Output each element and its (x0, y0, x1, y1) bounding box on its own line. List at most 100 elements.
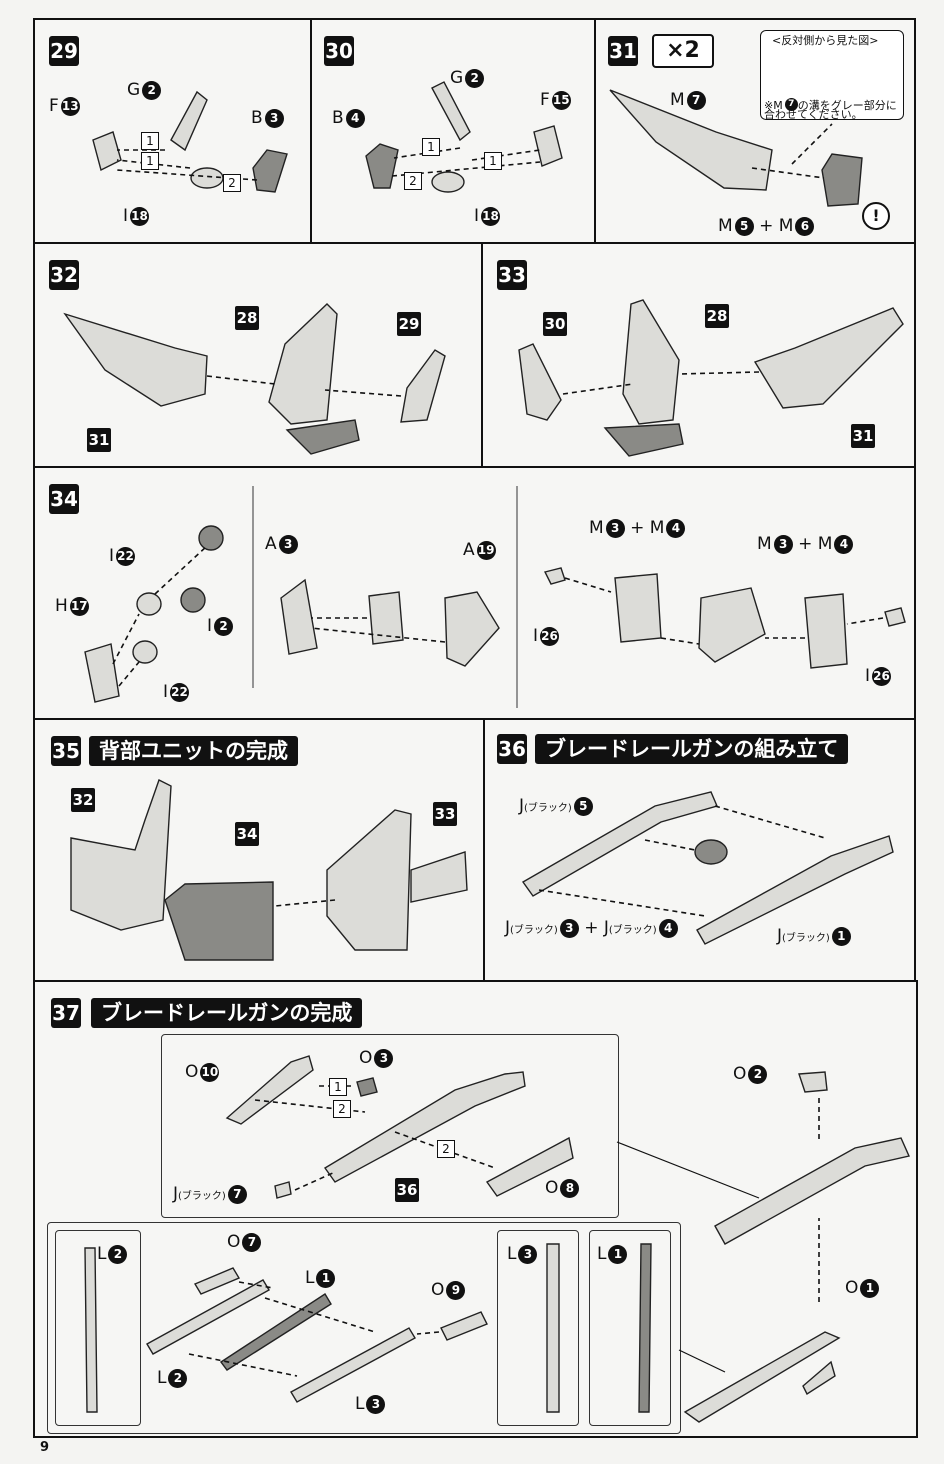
part-l3 (290, 1327, 416, 1403)
part-i22 (132, 640, 158, 664)
part-j1 (696, 835, 894, 945)
step-number: 34 (49, 484, 79, 514)
ref-part-30: 30 (543, 312, 567, 336)
step-32-illustration (63, 303, 446, 455)
step-34-illustration (84, 486, 906, 708)
ref-part-33: 33 (433, 802, 457, 826)
part-i18 (431, 171, 465, 193)
part-28 (268, 303, 338, 425)
step-number: 32 (49, 260, 79, 290)
order-1: 1 (329, 1078, 347, 1096)
note-box (760, 30, 904, 120)
order-2: 2 (437, 1140, 455, 1158)
step-29-illustration (92, 90, 288, 193)
ref-part-31: 31 (851, 424, 875, 448)
ref-part-36: 36 (395, 1178, 419, 1202)
step-36-illustration (521, 791, 894, 945)
blade-frame (47, 1222, 681, 1434)
step-30-illustration (365, 81, 563, 193)
label-j1: J(ブラック)1 (777, 926, 851, 949)
order-2: 2 (223, 174, 241, 192)
section-title: ブレードレールガンの完成 (91, 998, 363, 1028)
part-g2 (431, 81, 471, 142)
label-j5: J(ブラック)5 (519, 796, 593, 819)
part-m5-m6 (821, 153, 863, 207)
warning-icon: ! (862, 202, 890, 230)
label-j7: J(ブラック)7 (173, 1184, 247, 1207)
part-28 (622, 299, 680, 425)
ref-part-29: 29 (397, 312, 421, 336)
part-i2 (180, 587, 206, 613)
part-28-foot (285, 419, 360, 455)
part-l2 (146, 1279, 270, 1355)
step-number: 29 (49, 36, 79, 66)
step-37-illustration (84, 1055, 910, 1423)
part-i26 (543, 567, 566, 585)
part-j3-j4 (694, 839, 728, 865)
part-29 (400, 349, 446, 423)
step-number: 30 (324, 36, 354, 66)
part-36 (323, 1071, 526, 1183)
part-h17 (84, 643, 120, 703)
blade-detail-frame (497, 1230, 579, 1426)
blade-l2 (84, 1247, 98, 1413)
blade-assembled (683, 1331, 841, 1423)
part-assembly (368, 591, 404, 645)
part-i22 (136, 592, 162, 616)
part-l1 (219, 1293, 332, 1371)
ref-part-28: 28 (235, 306, 259, 330)
part-f15 (533, 125, 563, 167)
part-a3 (280, 578, 318, 655)
order-2: 2 (404, 172, 422, 190)
step-number: 31 (608, 36, 638, 66)
part-b3 (252, 149, 288, 193)
order-2: 2 (333, 1100, 351, 1118)
label-j3-j4: J(ブラック)3 + J(ブラック)4 (505, 918, 678, 941)
page-number: 9 (40, 1440, 50, 1455)
part-o1 (802, 1360, 836, 1396)
blade-detail-frame (55, 1230, 141, 1426)
note-text-2: 合わせてください。 (764, 108, 863, 121)
step-number: 36 (497, 734, 527, 764)
step-35-panel: 35 背部ユニットの完成 32 34 33 (33, 718, 485, 982)
step-36-panel: 36 ブレードレールガンの組み立て J(ブラック)5 J(ブラック)3 + J(… (483, 718, 916, 982)
step-33-illustration (518, 299, 904, 457)
ref-part-28: 28 (705, 304, 729, 328)
assembled-railgun (714, 1137, 910, 1245)
part-32 (70, 779, 172, 931)
part-33 (326, 809, 412, 951)
step-number: 33 (497, 260, 527, 290)
part-o9 (440, 1311, 488, 1341)
section-title: ブレードレールガンの組み立て (535, 734, 849, 764)
part-b4 (365, 143, 399, 189)
part-o3 (356, 1077, 378, 1097)
part-i2 (198, 525, 224, 551)
part-o8 (485, 1136, 574, 1197)
